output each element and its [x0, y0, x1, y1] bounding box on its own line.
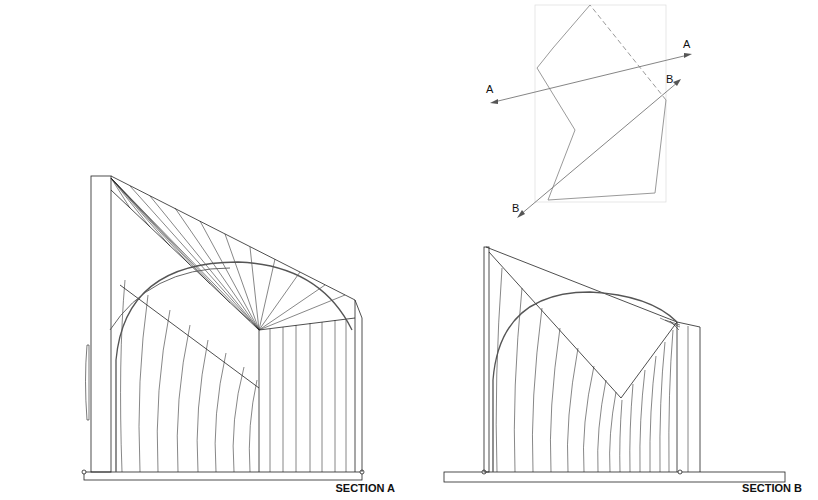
- section-a-drawing: [82, 176, 364, 480]
- cut-marker: A: [683, 39, 690, 50]
- cut-marker: B: [512, 203, 519, 214]
- key-plan: [490, 5, 692, 218]
- section-title: SECTION A: [336, 483, 396, 494]
- section-title: SECTION B: [742, 483, 802, 494]
- cut-marker: A: [486, 84, 493, 95]
- section-b-drawing: [444, 247, 785, 482]
- cut-marker: B: [666, 74, 673, 85]
